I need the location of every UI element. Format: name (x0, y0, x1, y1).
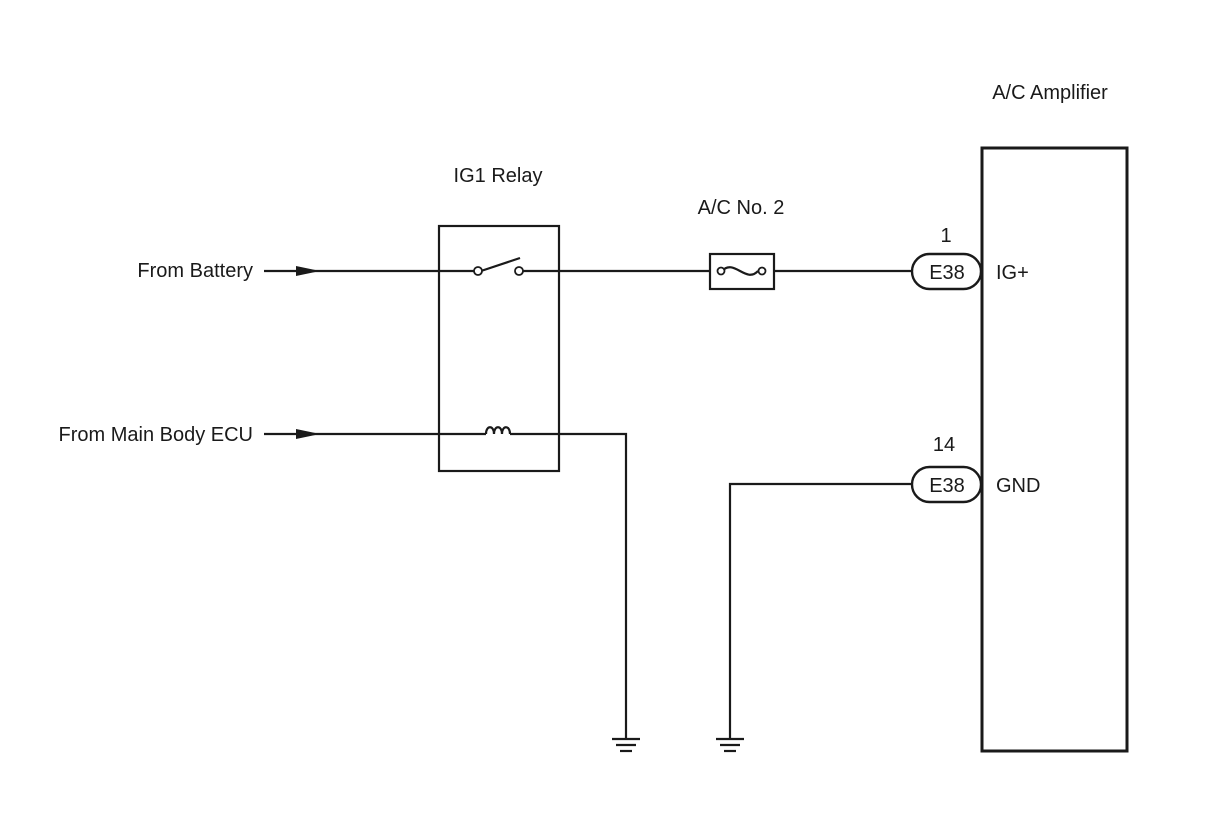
connector-e38-pin1 (910, 252, 983, 291)
terminal-gnd: GND (996, 475, 1040, 497)
fuse-label: A/C No. 2 (698, 197, 785, 219)
connector-pin-14: 14 (933, 434, 955, 456)
ecu-input-arrow (296, 429, 320, 439)
connector-code-14: E38 (929, 475, 965, 497)
amplifier-box (980, 146, 1129, 753)
amplifier-ground-wire (728, 482, 912, 739)
battery-input-arrow (296, 266, 320, 276)
ground-icon (612, 737, 640, 753)
from-ecu-label: From Main Body ECU (59, 424, 254, 446)
ground-icon (716, 737, 744, 753)
fuse-symbol (708, 252, 776, 291)
relay-title: IG1 Relay (454, 165, 543, 187)
terminal-ig-plus: IG+ (996, 262, 1029, 284)
connector-code-1: E38 (929, 262, 965, 284)
relay-box (437, 224, 561, 473)
relay-coil-symbol (484, 426, 512, 435)
relay-switch-symbol (473, 256, 524, 276)
relay-coil-ground-wire (510, 432, 628, 739)
from-battery-label: From Battery (137, 260, 253, 282)
connector-pin-1: 1 (940, 225, 951, 247)
amplifier-title: A/C Amplifier (992, 82, 1108, 104)
